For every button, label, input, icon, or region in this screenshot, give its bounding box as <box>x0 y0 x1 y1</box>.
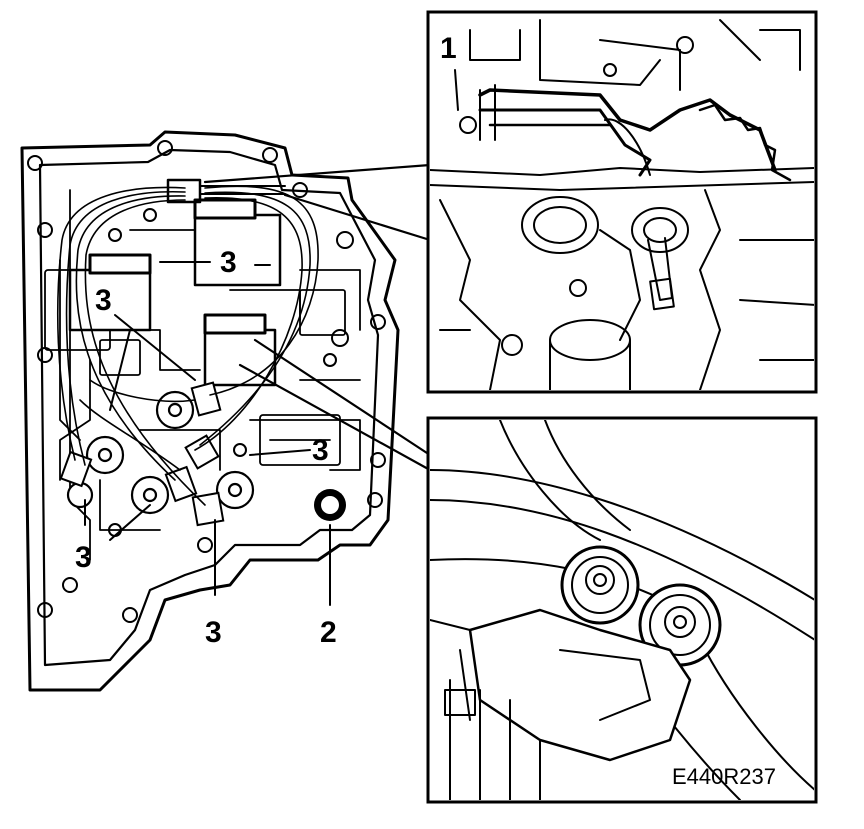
bolt-hole <box>27 155 43 171</box>
solenoid-valves-rectangular <box>68 198 282 387</box>
bolt-holes <box>27 140 386 623</box>
bolt-hole <box>143 208 157 222</box>
solenoid-connectors <box>59 381 225 527</box>
harness-main-connector <box>166 178 202 204</box>
leader-to-bottom-detail <box>238 338 432 472</box>
connector-plug <box>88 253 152 275</box>
bolt-hole <box>262 147 278 163</box>
bolt-hole <box>336 231 354 249</box>
bolt-hole <box>37 222 53 238</box>
main-callouts: 3 3 3 3 3 2 <box>75 246 337 649</box>
callout-leaders <box>84 261 331 606</box>
solenoid-valve <box>68 268 152 332</box>
bolt-hole <box>122 607 138 623</box>
bolt-hole <box>197 537 213 553</box>
callout-3: 3 <box>95 284 112 317</box>
figure-code: E440R237 <box>672 764 776 789</box>
callout-3: 3 <box>220 246 237 279</box>
valve-body-assembly <box>20 130 400 692</box>
callout-1-leader <box>454 69 459 111</box>
bolt-hole <box>108 228 122 242</box>
valve-channels <box>44 189 361 561</box>
filter-plug <box>314 489 346 521</box>
bolt-hole <box>233 443 247 457</box>
solenoid-valve <box>203 328 277 387</box>
solenoid-head <box>85 435 125 475</box>
connector-plug <box>203 313 267 335</box>
solenoid-valve <box>193 213 282 287</box>
callout-2: 2 <box>320 616 337 649</box>
bottom-detail-inset: E440R237 <box>426 416 818 804</box>
connector <box>190 381 222 417</box>
top-detail-inset: 1 <box>426 10 818 394</box>
bolt-hole <box>37 602 53 618</box>
callout-3: 3 <box>312 434 329 467</box>
callout-3: 3 <box>205 616 222 649</box>
valve-body-inner-outline <box>38 148 380 667</box>
leader-to-top-detail <box>203 163 432 242</box>
connector-plug <box>193 198 257 220</box>
top-detail-callout-1: 1 <box>440 32 457 65</box>
valve-body-outline <box>20 130 400 692</box>
bolt-hole <box>292 182 308 198</box>
solenoid-head <box>66 481 94 509</box>
solenoid-head <box>215 470 255 510</box>
wiring-harness <box>56 185 319 506</box>
solenoid-head <box>155 390 195 430</box>
connector <box>59 450 93 488</box>
bolt-hole <box>370 314 386 330</box>
bolt-hole <box>62 577 78 593</box>
solenoid-head <box>130 475 170 515</box>
solenoid-valves-round <box>66 390 255 515</box>
bolt-hole <box>367 492 383 508</box>
bolt-hole <box>157 140 173 156</box>
bolt-hole <box>323 353 337 367</box>
connector <box>164 465 198 503</box>
bolt-hole <box>331 329 349 347</box>
callout-3: 3 <box>75 541 92 574</box>
zoom-leader-lines <box>203 163 432 472</box>
connector <box>184 434 220 470</box>
bolt-hole <box>370 452 386 468</box>
